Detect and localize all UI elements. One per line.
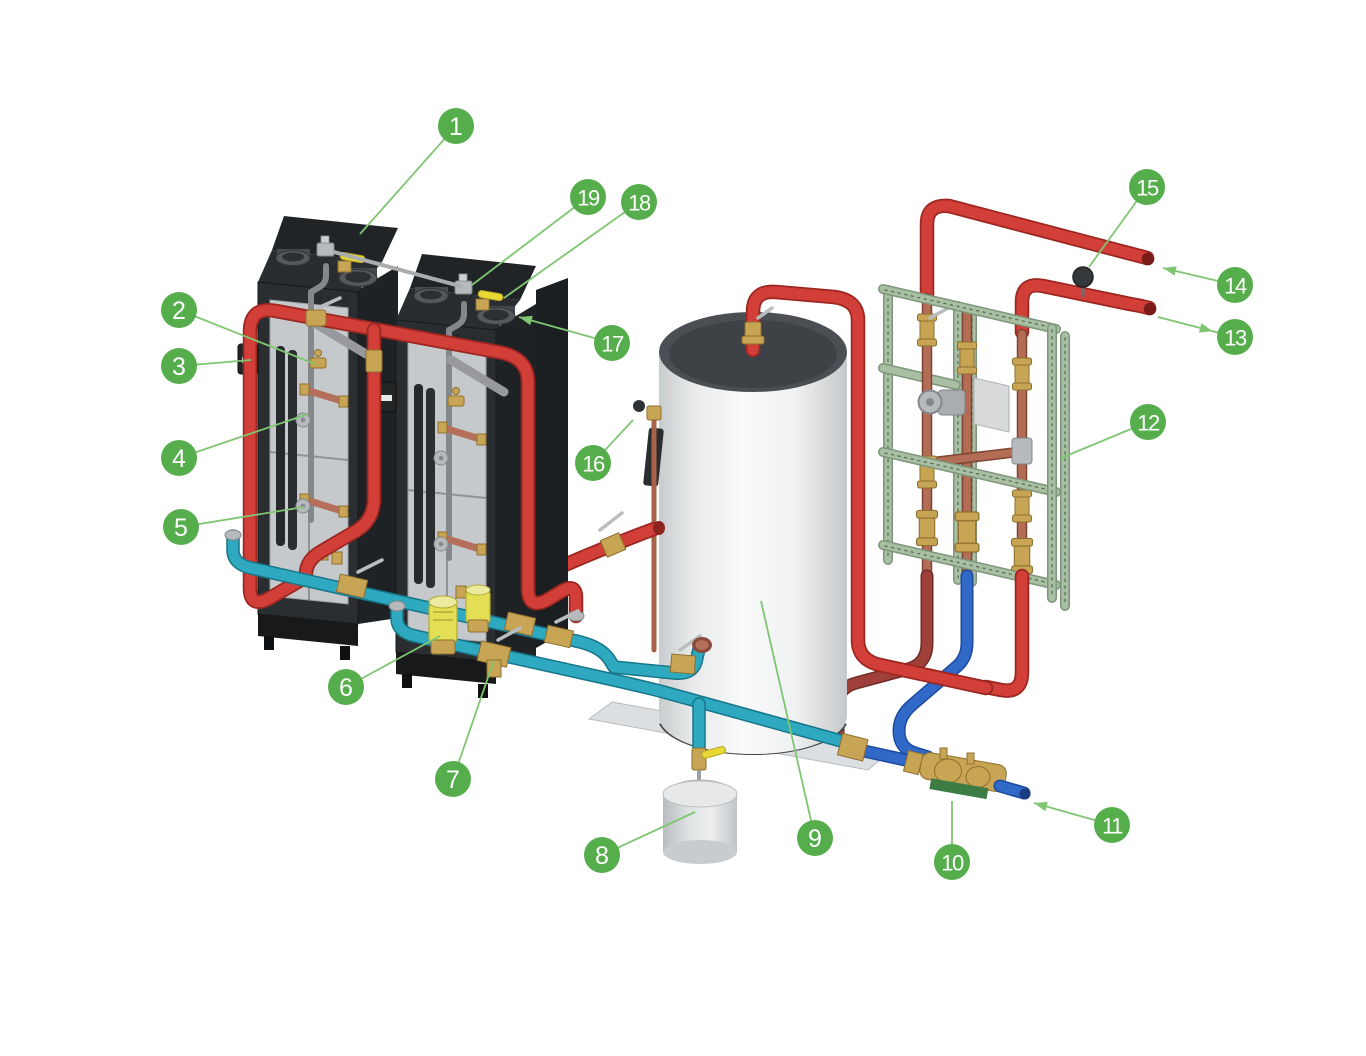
callout-badge-2 <box>161 292 197 328</box>
callout-badge-18 <box>621 184 657 220</box>
callout-4: 4 <box>161 413 309 476</box>
leader-line-9 <box>760 600 816 839</box>
callout-number-14: 14 <box>1224 274 1247 299</box>
callout-badge-17 <box>594 325 630 361</box>
callout-badge-10 <box>934 844 970 880</box>
return-pipe-open-end <box>1143 302 1157 316</box>
callout-badge-4 <box>161 440 197 476</box>
callout-10: 10 <box>934 801 970 880</box>
callout-number-10: 10 <box>941 851 964 876</box>
callout-number-11: 11 <box>1102 814 1123 839</box>
callout-number-17: 17 <box>601 332 624 357</box>
callout-number-7: 7 <box>446 766 460 794</box>
callout-19: 19 <box>471 179 606 286</box>
leader-line-18 <box>503 201 640 299</box>
callout-number-13: 13 <box>1224 326 1247 351</box>
callout-number-8: 8 <box>595 842 609 870</box>
backflow-preventer <box>902 747 1007 800</box>
leader-line-1 <box>359 125 457 235</box>
callout-number-4: 4 <box>172 445 186 473</box>
callout-number-2: 2 <box>172 297 186 325</box>
callout-11: 11 <box>1033 801 1130 843</box>
rack-valves <box>915 305 1033 575</box>
circulator-pump <box>917 389 966 416</box>
leader-line-7 <box>452 659 495 780</box>
callout-badge-14 <box>1217 267 1253 303</box>
callout-16: 16 <box>575 419 634 481</box>
callout-14: 14 <box>1162 266 1253 303</box>
expansion-tank-assembly <box>662 697 738 864</box>
cold-water-line <box>836 732 1031 800</box>
callout-number-5: 5 <box>174 514 188 542</box>
callout-number-12: 12 <box>1137 411 1160 436</box>
callout-number-19: 19 <box>577 186 600 211</box>
callout-number-9: 9 <box>808 825 822 853</box>
leader-arrowhead-17 <box>519 315 533 326</box>
callout-18: 18 <box>503 184 657 299</box>
callout-17: 17 <box>518 315 630 361</box>
supply-pipe-open-end <box>1141 252 1155 266</box>
air-vent-knob <box>1072 266 1094 297</box>
callout-5: 5 <box>163 506 305 545</box>
callout-number-6: 6 <box>339 674 353 702</box>
leader-arrowhead-11 <box>1034 801 1048 812</box>
cold-feed-drop-pipe <box>892 569 974 764</box>
leader-line-4 <box>178 413 309 459</box>
callout-badge-12 <box>1130 404 1166 440</box>
leader-line-19 <box>471 196 589 286</box>
callout-badge-19 <box>570 179 606 215</box>
callout-13: 13 <box>1157 316 1253 355</box>
callout-8: 8 <box>584 811 696 873</box>
callout-number-1: 1 <box>449 113 463 141</box>
leader-arrowhead-13 <box>1198 323 1213 333</box>
rack-frame-front <box>878 284 1070 611</box>
cold-pipe-open-end <box>1019 788 1031 800</box>
callout-number-3: 3 <box>172 353 186 381</box>
red-loop-ball-valve <box>305 309 327 327</box>
callout-badge-5 <box>163 509 199 545</box>
tank-supply-pipe <box>741 284 994 696</box>
water-heater-tank <box>643 312 847 754</box>
callout-badge-16 <box>575 445 611 481</box>
leader-arrowhead-14 <box>1163 266 1177 276</box>
callout-badge-15 <box>1129 169 1165 205</box>
callout-badge-11 <box>1094 807 1130 843</box>
callout-7: 7 <box>435 659 495 797</box>
expansion-tank <box>662 779 738 864</box>
system-supply-pipe <box>919 198 1155 303</box>
manifold-rack <box>878 284 1070 611</box>
callout-badge-9 <box>797 820 833 856</box>
callout-6: 6 <box>328 635 441 705</box>
callout-badge-8 <box>584 837 620 873</box>
boiler-loop-piping <box>242 296 585 624</box>
hot-drop-pipe <box>978 568 1030 698</box>
leader-line-2 <box>178 309 316 365</box>
mixing-valve <box>428 595 458 655</box>
callout-badge-3 <box>161 348 197 384</box>
callout-number-16: 16 <box>582 452 605 477</box>
boiler-2-side-panel <box>536 278 568 648</box>
callout-badge-1 <box>438 108 474 144</box>
control-box <box>973 377 1010 433</box>
callout-15: 15 <box>1088 169 1165 268</box>
cold-inlet-tee <box>836 732 869 762</box>
callout-9: 9 <box>760 600 833 856</box>
gas-manifold-pipe <box>332 250 462 288</box>
callout-3: 3 <box>161 348 252 384</box>
callout-12: 12 <box>1060 404 1166 459</box>
relief-valve <box>646 405 662 421</box>
callout-number-15: 15 <box>1136 176 1159 201</box>
leader-line-5 <box>180 506 305 528</box>
callout-badge-13 <box>1217 319 1253 355</box>
callout-1: 1 <box>359 108 474 235</box>
callout-number-18: 18 <box>628 191 651 216</box>
callout-badge-6 <box>328 669 364 705</box>
callout-2: 2 <box>161 292 316 365</box>
callout-badge-7 <box>435 761 471 797</box>
system-return-pipe <box>1014 278 1157 340</box>
mixing-valve-large <box>465 584 491 633</box>
